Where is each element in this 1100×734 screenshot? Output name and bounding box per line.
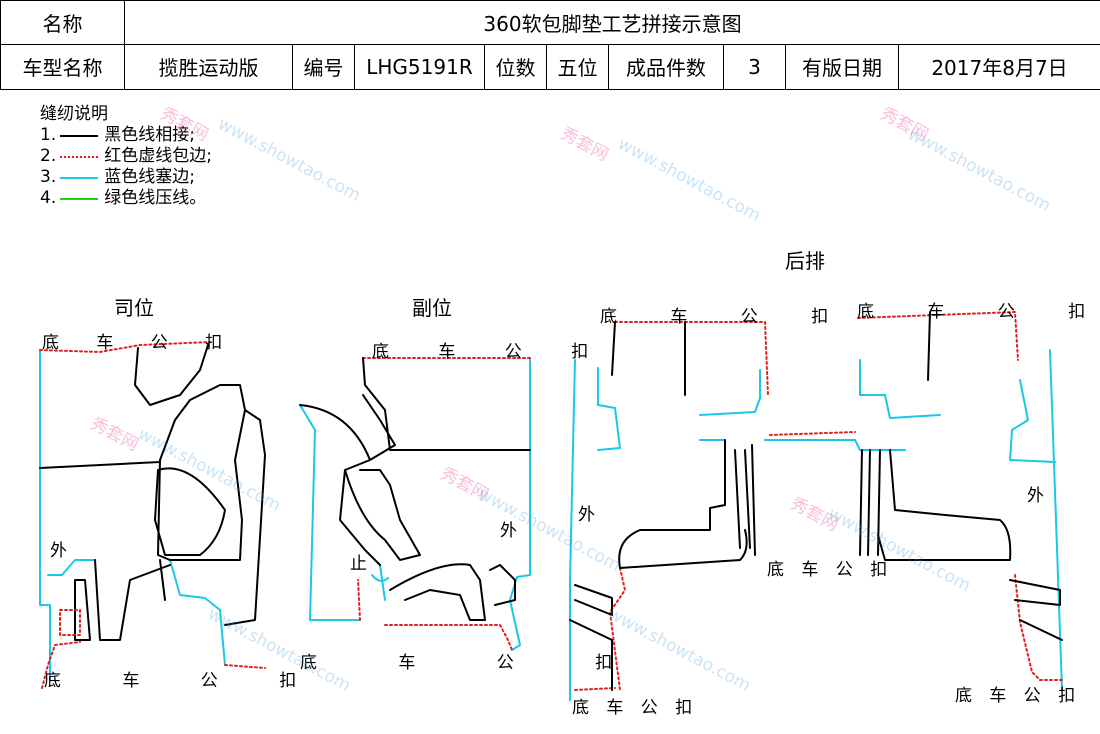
legend-number: 3. [40,167,57,187]
count-value: 3 [723,43,786,91]
driver-outer-edge [39,349,226,681]
cyan-line-swatch [60,176,99,179]
rear-bottom-edge [574,567,1063,691]
name-label: 名称 [0,0,125,45]
green-line-swatch [60,197,99,200]
count-label: 成品件数 [608,43,724,91]
driver-seams [39,344,266,641]
driver-bottom-edge [41,641,266,689]
rear-left-bottom-buckle-label: 底 车 公 扣 [572,698,699,718]
code-label: 编号 [292,43,355,91]
driver-outer-label: 外 [50,541,67,561]
legend-item: 3. 蓝色线塞边; [40,167,212,188]
rear-title: 后排 [785,249,825,273]
passenger-bottom-edge [357,579,513,651]
legend-item: 2. 红色虚线包边; [40,146,212,167]
passenger-stop-label: 止 [350,554,367,574]
model-label: 车型名称 [0,43,125,91]
driver-notch [59,609,81,636]
document-title: 360软包脚垫工艺拼接示意图 [123,0,1100,45]
legend-item: 1. 黑色线相接; [40,125,212,146]
rear-mat-piece [569,311,1063,701]
notes-title: 缝纫说明 [40,104,108,124]
driver-mat-piece [39,341,266,689]
passenger-stop-arc [371,574,389,582]
rear-top-edge [614,311,1019,396]
rear-outer-edge [569,349,1063,701]
legend-number: 1. [40,125,57,145]
passenger-seams [299,357,531,621]
black-line-swatch [60,134,99,137]
passenger-title: 副位 [412,296,452,320]
passenger-outer-edge [299,357,531,651]
rear-seams [569,311,1063,691]
seats-value: 五位 [546,43,609,91]
red-dotted-swatch [60,155,99,158]
rear-left-top-buckle-label: 底 车 公 扣 [600,307,853,327]
rear-left-outer-label: 外 [578,505,595,525]
date-value: 2017年8月7日 [897,43,1100,91]
rear-right-outer-label: 外 [1027,486,1044,506]
driver-title: 司位 [114,296,154,320]
rear-mid-edge [769,431,856,436]
legend-item: 4. 绿色线压线。 [40,188,212,209]
passenger-outer-label: 外 [500,521,517,541]
passenger-bottom-buckle-label: 底 车 公 扣 [300,653,651,673]
rear-right-bottom-buckle-label: 底 车 公 扣 [955,686,1082,706]
legend-text: 绿色线压线。 [104,188,207,208]
sewing-notes: 缝纫说明 1. 黑色线相接; 2. 红色虚线包边; 3. 蓝色线塞边; 4. 绿… [40,104,212,209]
rear-right-top-buckle-label: 底 车 公 扣 [857,302,1100,322]
rear-middle-buckle-label: 底 车 公 扣 [767,560,894,580]
legend-number: 4. [40,188,57,208]
seats-label: 位数 [484,43,547,91]
header-table: 名称 360软包脚垫工艺拼接示意图 车型名称 揽胜运动版 编号 LHG5191R… [0,0,1100,91]
driver-top-buckle-label: 底 车 公 扣 [42,333,239,353]
driver-top-edge [39,341,211,353]
passenger-mat-piece [299,357,531,651]
legend-text: 红色虚线包边; [104,146,212,166]
driver-bottom-buckle-label: 底 车 公 扣 [44,671,325,691]
date-label: 有版日期 [785,43,899,91]
model-value: 揽胜运动版 [124,43,293,91]
legend-number: 2. [40,146,57,166]
passenger-top-buckle-label: 底 车 公 扣 [372,342,611,362]
legend-text: 蓝色线塞边; [104,167,195,187]
legend-text: 黑色线相接; [104,125,195,145]
code-value: LHG5191R [354,43,485,91]
